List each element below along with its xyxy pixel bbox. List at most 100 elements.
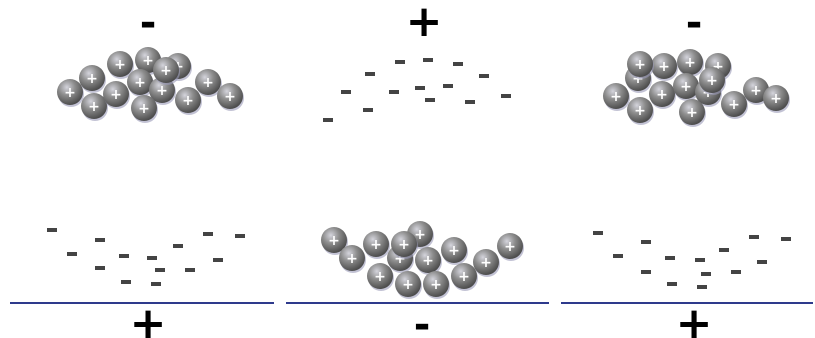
electron [213,258,223,262]
ion-cluster-bottom-middle: ++++++++++++++ [321,221,524,299]
electron [731,270,741,274]
positive-ion: + [363,231,390,259]
ion-charge-label: + [402,277,414,293]
electron [203,232,213,236]
positive-ion: + [81,93,108,121]
ion-charge-label: + [370,237,382,253]
electron [95,266,105,270]
ion-charge-label: + [88,99,100,115]
positive-ion: + [131,95,158,123]
electron [641,240,651,244]
ion-charge-label: + [398,237,410,253]
ion-charge-label: + [750,83,762,99]
electron-cloud-top-middle [323,58,511,122]
positive-ion: + [153,57,180,85]
ion-charge-label: + [182,93,194,109]
ion-charge-label: + [114,57,126,73]
electron [701,272,711,276]
electron [47,228,57,232]
electron [501,94,511,98]
positive-ion: + [415,247,442,275]
electron [697,285,707,289]
positive-ion: + [321,227,348,255]
ion-charge-label: + [458,269,470,285]
electron [749,235,759,239]
sign-top-middle: + [406,0,443,47]
ion-charge-label: + [134,75,146,91]
ion-charge-label: + [706,73,718,89]
electron [95,238,105,242]
electron [757,260,767,264]
ion-charge-label: + [64,85,76,101]
sign-bottom-right: + [676,298,713,338]
electron [641,270,651,274]
positive-ion: + [149,77,176,105]
ion-charge-label: + [202,75,214,91]
positive-ion: + [603,83,630,111]
electron-cloud-bottom-left [47,228,245,286]
ion-charge-label: + [86,71,98,87]
electron [363,108,373,112]
electron [465,100,475,104]
positive-ion: + [651,53,678,81]
ion-charge-label: + [142,53,154,69]
ion-charge-label: + [346,251,358,267]
ion-charge-label: + [634,57,646,73]
electron [453,62,463,66]
positive-ion: + [107,51,134,79]
electron [121,280,131,284]
electron [173,244,183,248]
electron [185,268,195,272]
positive-ion: + [195,69,222,97]
electron [695,258,705,262]
ion-charge-label: + [632,71,644,87]
electron [235,234,245,238]
positive-ion: + [763,85,790,113]
positive-ion: + [721,91,748,119]
ion-charge-label: + [610,89,622,105]
positive-ion: + [175,87,202,115]
ion-charge-label: + [110,87,122,103]
electron [395,60,405,64]
ion-charge-label: + [160,63,172,79]
positive-ion: + [473,249,500,277]
ion-charge-label: + [656,87,668,103]
ion-charge-label: + [328,233,340,249]
positive-ion: + [339,245,366,273]
electron [323,118,333,122]
electron-cloud-bottom-right [593,231,791,289]
ion-charge-label: + [504,239,516,255]
positive-ion: + [451,263,478,291]
electron [665,256,675,260]
ion-charge-label: + [448,243,460,259]
positive-ion: + [441,237,468,265]
electron [365,72,375,76]
positive-ion: + [391,231,418,259]
positive-ion: + [217,83,244,111]
positive-ion: + [103,81,130,109]
electron [425,98,435,102]
positive-ion: + [395,271,422,299]
positive-ion: + [627,97,654,125]
ion-charge-label: + [770,91,782,107]
ion-charge-label: + [480,255,492,271]
electron [443,84,453,88]
positive-ion: + [679,99,706,127]
electron [389,90,399,94]
electron [593,231,603,235]
ion-charge-label: + [712,59,724,75]
ion-charge-label: + [658,59,670,75]
electron [67,252,77,256]
positive-ion: + [127,69,154,97]
polarity-signs: - + - + - + [130,0,713,338]
ion-charge-label: + [680,79,692,95]
ion-charge-label: + [224,89,236,105]
ion-charge-label: + [430,277,442,293]
electron [781,237,791,241]
electron [479,74,489,78]
ion-charge-label: + [684,55,696,71]
ion-cluster-top-left: ++++++++++++++ [57,47,244,123]
ion-charge-label: + [686,105,698,121]
electron [423,58,433,62]
electron [147,256,157,260]
